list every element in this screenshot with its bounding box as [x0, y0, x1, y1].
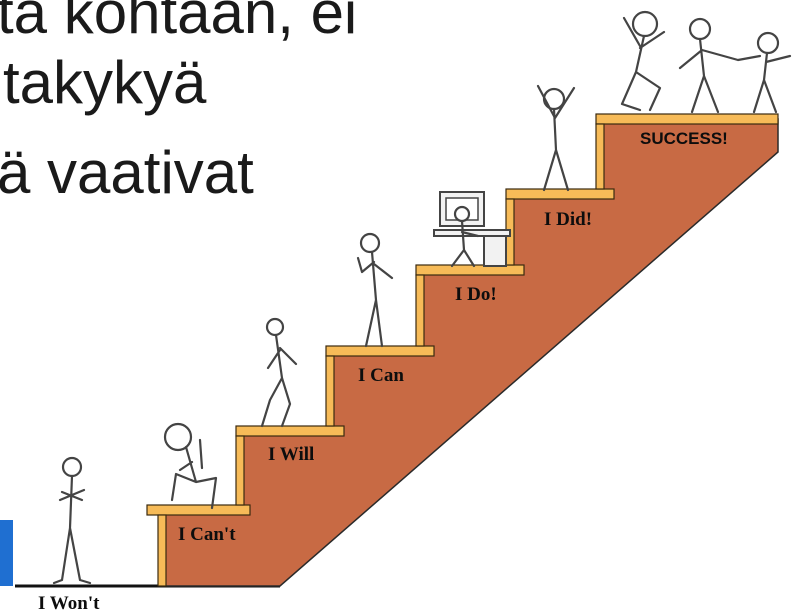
step-label-i-do: I Do!	[455, 284, 497, 305]
stick-figure-i-wont	[52, 456, 92, 585]
slide-text-line-1: ta kohtaan, ei	[0, 0, 358, 46]
stick-figure-i-cant	[163, 422, 218, 510]
slide-text-line-2: takykyä	[3, 49, 207, 116]
slide-text-line-3: ä vaativat	[0, 139, 254, 206]
stick-figure-i-can	[356, 232, 394, 348]
step-label-i-will: I Will	[268, 444, 314, 465]
stick-figure-success-jumping	[620, 10, 666, 112]
stick-figures-success-pair	[678, 17, 792, 114]
step-label-i-did: I Did!	[544, 209, 592, 230]
stick-figure-i-will	[260, 317, 298, 428]
stair-treads	[146, 113, 779, 516]
step-label-i-cant: I Can't	[178, 524, 236, 545]
stair-body	[159, 118, 779, 587]
step-label-i-wont: I Won't	[38, 593, 100, 610]
stick-figure-i-did	[536, 84, 576, 192]
step-label-i-can: I Can	[358, 365, 404, 386]
stick-figure-i-do	[433, 191, 511, 268]
slide-accent-bar	[0, 520, 13, 586]
step-label-success: SUCCESS!	[640, 129, 728, 148]
